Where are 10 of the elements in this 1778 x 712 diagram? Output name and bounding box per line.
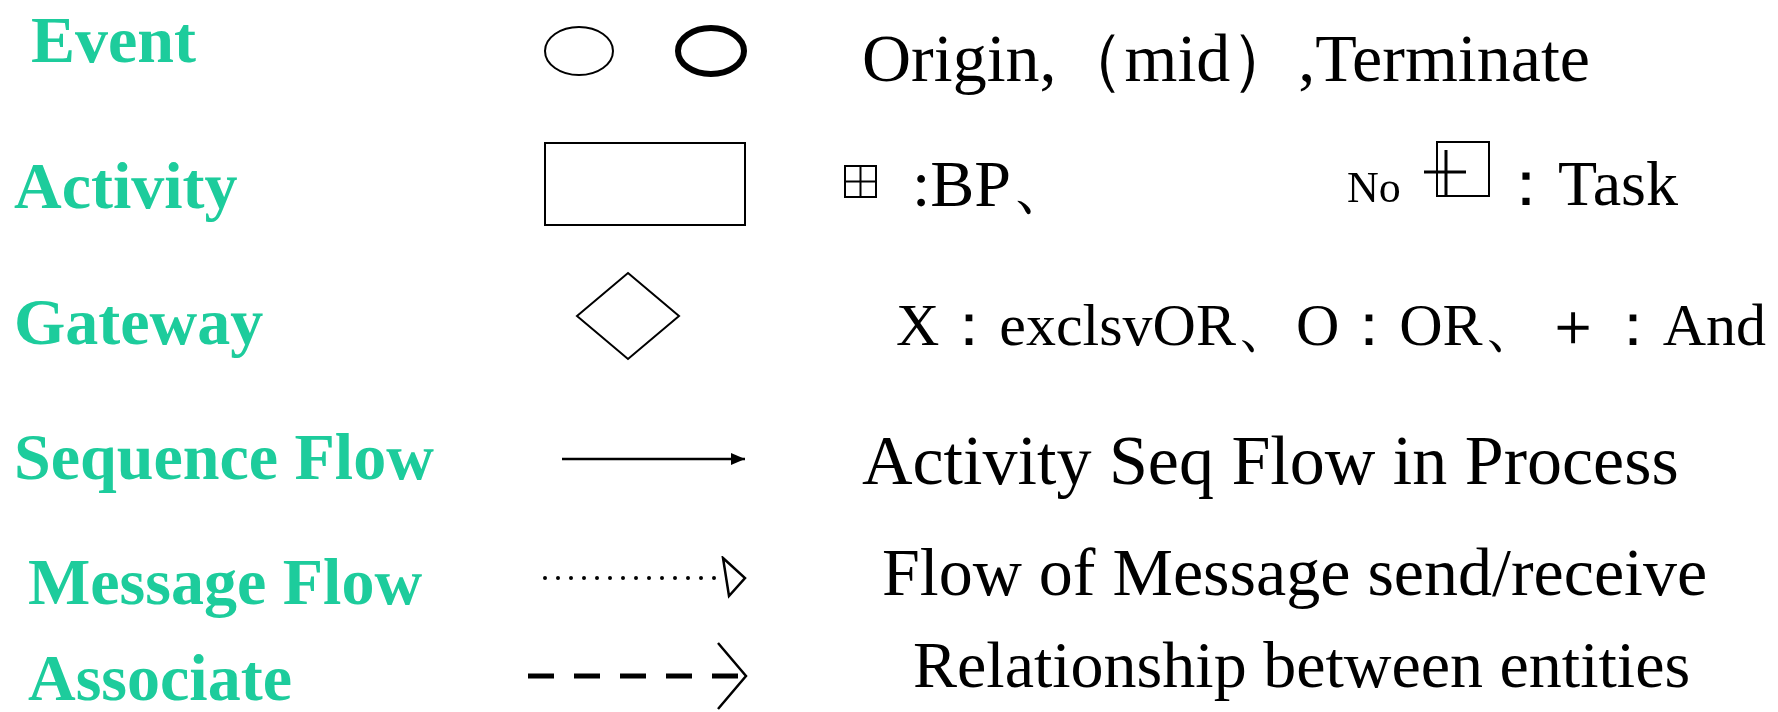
description-text: No bbox=[1347, 166, 1401, 210]
description-text: :BP、 bbox=[912, 151, 1078, 217]
category-label: Associate bbox=[28, 645, 292, 711]
description-text: X：exclsvOR、O：OR、＋：And bbox=[896, 295, 1766, 355]
category-label: Event bbox=[31, 7, 196, 73]
rectangle-symbol bbox=[544, 142, 746, 226]
description-text: ：Task bbox=[1494, 152, 1678, 216]
diamond-symbol bbox=[575, 271, 681, 361]
ellipse-symbol bbox=[544, 26, 614, 76]
ellipse-symbol bbox=[675, 25, 747, 77]
